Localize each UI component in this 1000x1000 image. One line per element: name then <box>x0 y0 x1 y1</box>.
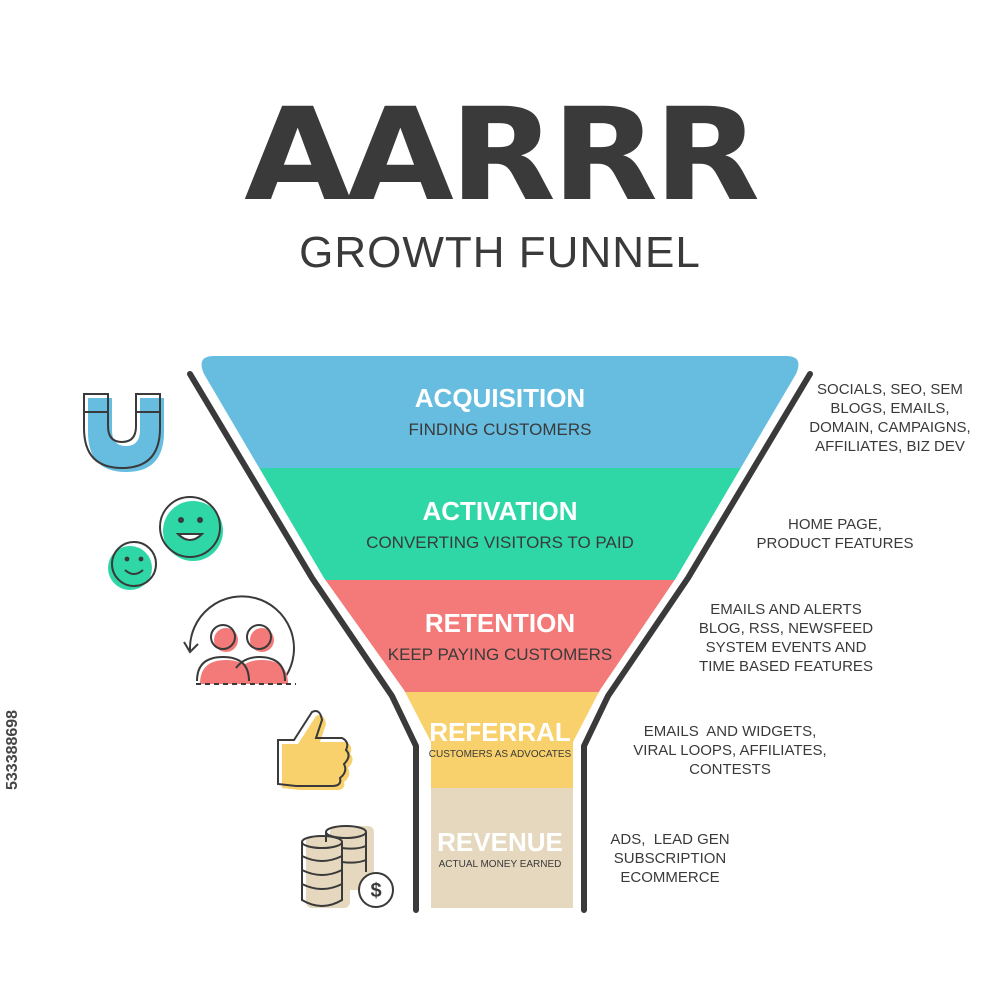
stage-description: ACTUAL MONEY EARNED <box>438 859 562 870</box>
stage-description: KEEP PAYING CUSTOMERS <box>387 645 613 664</box>
tactics-referral: EMAILS AND WIDGETS, VIRAL LOOPS, AFFILIA… <box>620 722 840 779</box>
tactic-line: ECOMMERCE <box>620 869 720 886</box>
smiley-faces-icon <box>108 496 223 590</box>
tactic-line: SUBSCRIPTION <box>613 850 727 867</box>
tactic-line: EMAILS AND WIDGETS, <box>643 723 817 740</box>
stock-id-watermark: 533388698 <box>4 709 21 790</box>
tactic-line: ADS, LEAD GEN <box>610 831 730 848</box>
tactics-revenue: ADS, LEAD GEN SUBSCRIPTION ECOMMERCE <box>590 830 750 887</box>
magnet-icon <box>83 393 164 472</box>
diagram-title: AARRR <box>244 81 760 230</box>
stage-description: FINDING CUSTOMERS <box>408 420 592 439</box>
diagram-subtitle: GROWTH FUNNEL <box>299 228 701 277</box>
tactic-line: SYSTEM EVENTS AND <box>705 639 867 656</box>
stage-name: ACTIVATION <box>422 496 578 526</box>
tactic-line: CONTESTS <box>689 761 771 778</box>
tactics-acquisition: SOCIALS, SEO, SEM BLOGS, EMAILS, DOMAIN,… <box>800 380 980 456</box>
stage-name: REFERRAL <box>429 717 571 747</box>
tactic-line: BLOG, RSS, NEWSFEED <box>698 620 874 637</box>
tactics-activation: HOME PAGE, PRODUCT FEATURES <box>735 515 935 553</box>
stage-description: CUSTOMERS AS ADVOCATES <box>428 749 572 760</box>
band-acquisition <box>201 356 799 468</box>
tactic-line: VIRAL LOOPS, AFFILIATES, <box>633 742 827 759</box>
tactic-line: TIME BASED FEATURES <box>699 658 873 675</box>
funnel-right-outline <box>581 371 813 913</box>
stage-revenue: REVENUE ACTUAL MONEY EARNED <box>300 827 700 871</box>
tactic-line: HOME PAGE, <box>788 516 882 533</box>
funnel-left-outline <box>187 371 419 913</box>
tactic-line: DOMAIN, CAMPAIGNS, <box>809 419 971 436</box>
tactic-line: PRODUCT FEATURES <box>756 535 914 552</box>
stage-description: CONVERTING VISITORS TO PAID <box>366 533 634 552</box>
returning-users-icon <box>183 595 296 685</box>
svg-text:$: $ <box>370 880 381 902</box>
stage-name: ACQUISITION <box>414 383 586 413</box>
stage-retention: RETENTION KEEP PAYING CUSTOMERS <box>300 608 700 666</box>
stage-name: RETENTION <box>424 608 576 638</box>
tactic-line: AFFILIATES, BIZ DEV <box>815 438 965 455</box>
stage-acquisition: ACQUISITION FINDING CUSTOMERS <box>300 383 700 441</box>
tactic-line: SOCIALS, SEO, SEM <box>817 381 963 398</box>
tactic-line: EMAILS AND ALERTS <box>710 601 862 618</box>
stage-referral: REFERRAL CUSTOMERS AS ADVOCATES <box>300 717 700 761</box>
stage-name: REVENUE <box>437 827 563 857</box>
stage-activation: ACTIVATION CONVERTING VISITORS TO PAID <box>300 496 700 554</box>
thumbs-up-icon <box>277 710 353 790</box>
tactics-retention: EMAILS AND ALERTS BLOG, RSS, NEWSFEED SY… <box>686 600 886 676</box>
coins-dollar-icon: $ <box>301 825 394 908</box>
tactic-line: BLOGS, EMAILS, <box>830 400 950 417</box>
